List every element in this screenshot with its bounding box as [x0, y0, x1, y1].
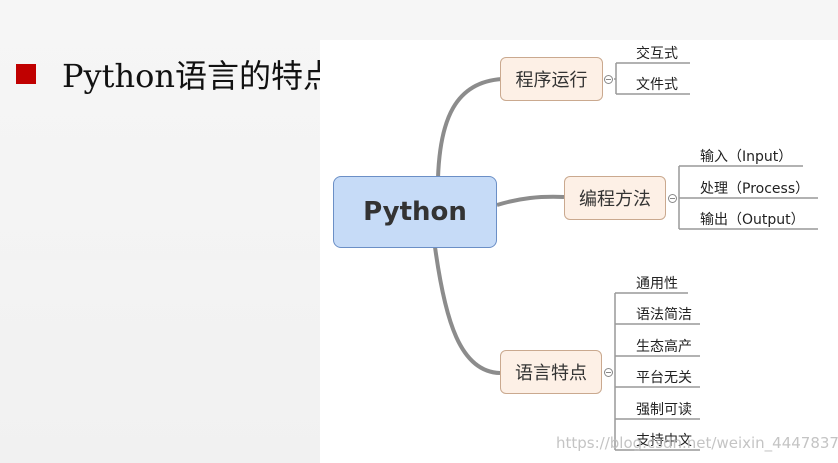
connector-root-branch-1	[436, 77, 503, 179]
collapse-toggle-icon[interactable]	[604, 75, 613, 84]
connector-b1-stem	[614, 63, 617, 94]
leaf-node[interactable]: 处理（Process）	[700, 181, 810, 197]
leaf-node[interactable]: 输入（Input）	[700, 149, 793, 165]
leaf-node[interactable]: 交互式	[636, 46, 678, 62]
leaf-node[interactable]: 生态高产	[636, 339, 692, 355]
watermark-text: https://blog.csdn.net/weixin_44478378	[556, 434, 838, 452]
collapse-toggle-icon[interactable]	[668, 194, 677, 203]
connector-root-branch-3	[433, 246, 501, 375]
slide-title: Python语言的特点	[16, 52, 335, 96]
leaf-node[interactable]: 语法简洁	[636, 307, 692, 323]
leaf-node[interactable]: 强制可读	[636, 402, 692, 418]
leaf-node[interactable]: 支持中文	[636, 433, 692, 449]
page-title: Python语言的特点	[62, 57, 335, 95]
connector-root-branch-2	[496, 194, 565, 207]
branch-node-language-features[interactable]: 语言特点	[500, 350, 602, 394]
leaf-node[interactable]: 输出（Output）	[700, 212, 805, 228]
leaf-node[interactable]: 通用性	[636, 276, 678, 292]
branch-node-program-run[interactable]: 程序运行	[500, 57, 603, 101]
leaf-node[interactable]: 文件式	[636, 77, 678, 93]
branch-node-programming-method[interactable]: 编程方法	[564, 176, 666, 220]
leaf-node[interactable]: 平台无关	[636, 370, 692, 386]
mindmap-root-node[interactable]: Python	[333, 176, 497, 248]
bullet-square-icon	[16, 64, 36, 84]
collapse-toggle-icon[interactable]	[604, 368, 613, 377]
